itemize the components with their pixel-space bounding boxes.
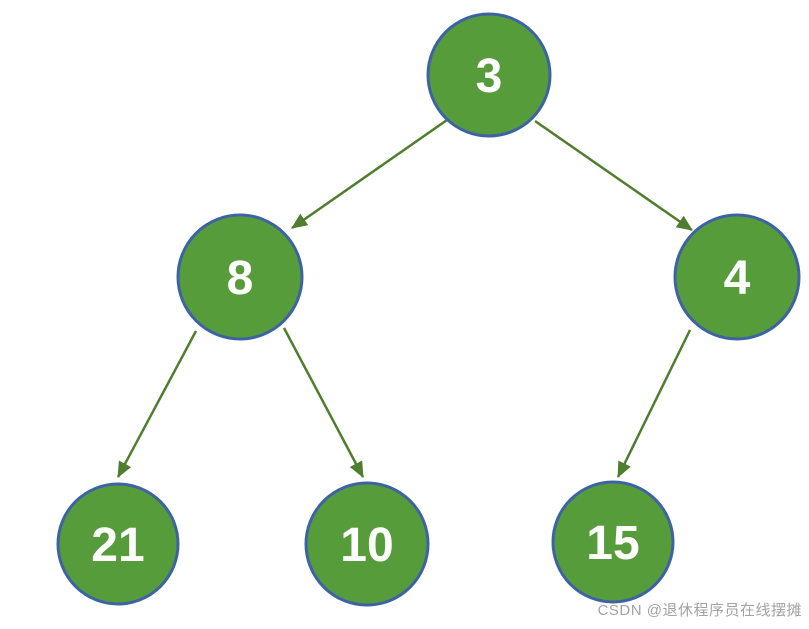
node-value: 21	[91, 519, 144, 572]
node-value: 4	[724, 252, 751, 305]
csdn-watermark: CSDN @退休程序员在线摆摊	[597, 602, 802, 619]
edge-3-to-4	[534, 119, 693, 232]
edge-4-to-15	[616, 329, 692, 478]
node-circle	[426, 12, 552, 138]
tree-node-left: 8	[176, 213, 304, 341]
node-circle	[176, 213, 304, 341]
edge-8-to-21	[116, 330, 198, 478]
edge-3-to-8	[291, 118, 448, 230]
tree-node-right: 4	[673, 213, 801, 341]
node-value: 8	[227, 252, 254, 305]
node-circle	[304, 481, 430, 607]
node-value: 10	[340, 519, 393, 572]
node-value: 3	[476, 50, 503, 103]
node-circle	[673, 213, 801, 341]
tree-node-root: 3	[426, 12, 552, 138]
tree-node-left-left: 21	[56, 482, 180, 606]
tree-node-left-right: 10	[304, 481, 430, 607]
node-circle	[56, 482, 180, 606]
tree-node-right-left: 15	[551, 480, 675, 604]
node-value: 15	[586, 517, 639, 570]
node-circle	[551, 480, 675, 604]
edge-8-to-10	[282, 327, 365, 478]
tree-edges	[116, 118, 693, 478]
